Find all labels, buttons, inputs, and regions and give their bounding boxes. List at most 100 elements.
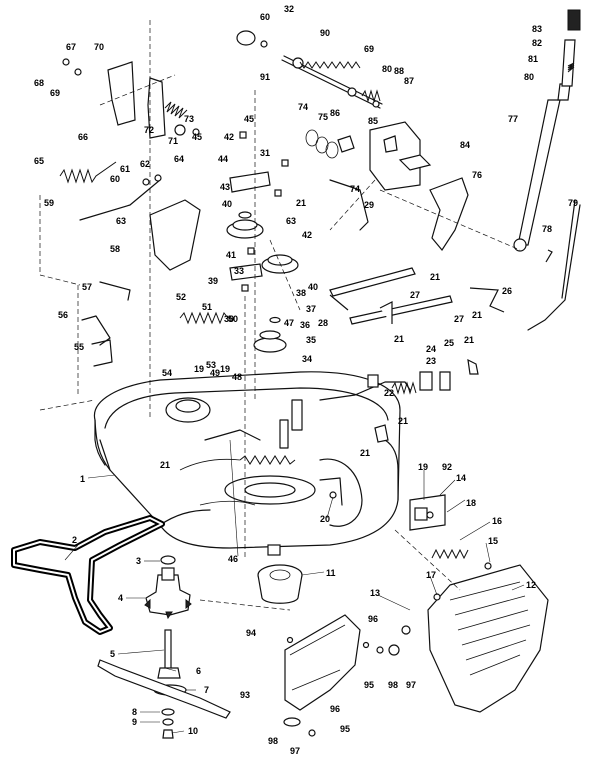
callout-label: 40 [308,282,318,292]
callout-label: 52 [176,292,186,302]
callout-label: 77 [508,114,518,124]
callout-label: 21 [464,335,474,345]
callout-label: 45 [244,114,254,124]
callout-label: 34 [302,354,312,364]
alignment-guides [39,20,521,611]
callout-label: 56 [58,310,68,320]
callout-label: 92 [442,462,452,472]
callout-label: 21 [472,310,482,320]
callout-label: 17 [426,570,436,580]
lift-rods [513,9,581,331]
callout-label: 55 [74,342,84,352]
callout-label: 6 [196,666,201,676]
callout-label: 76 [472,170,482,180]
callout-label: 95 [364,680,374,690]
callout-label: 58 [110,244,120,254]
callout-label: 21 [394,334,404,344]
callout-label: 19 [220,364,230,374]
callout-label: 96 [368,614,378,624]
callout-label: 5 [110,649,115,659]
callout-label: 2 [72,535,77,545]
callout-label: 19 [194,364,204,374]
callout-label: 16 [492,516,502,526]
top-adjust-assembly [236,30,469,252]
callout-label: 80 [382,64,392,74]
callout-label: 14 [456,473,466,483]
callout-label: 42 [224,132,234,142]
callout-label: 37 [306,304,316,314]
callout-label: 45 [192,132,202,142]
callout-label: 32 [284,4,294,14]
callout-label: 67 [66,42,76,52]
callout-label: 81 [528,54,538,64]
callout-label: 11 [326,568,336,578]
callout-label: 50 [228,314,238,324]
small-hardware [283,491,492,737]
callout-label: 93 [240,690,250,700]
callout-label: 83 [532,24,542,34]
callout-label: 84 [460,140,470,150]
callout-label: 60 [260,12,270,22]
callout-label: 82 [532,38,542,48]
callout-label: 41 [226,250,236,260]
callout-label: 64 [174,154,184,164]
callout-label: 40 [222,199,232,209]
callout-label: 42 [302,230,312,240]
callout-label: 39 [208,276,218,286]
callout-label: 35 [306,335,316,345]
callout-label: 97 [290,746,300,756]
callout-label: 78 [542,224,552,234]
callout-label: 94 [246,628,256,638]
callout-label: 44 [218,154,228,164]
callout-label: 27 [410,290,420,300]
callout-label: 38 [296,288,306,298]
callout-label: 66 [78,132,88,142]
callout-label: 25 [444,338,454,348]
callout-label: 33 [234,266,244,276]
mower-deck [93,371,401,549]
callout-label: 87 [404,76,414,86]
callout-label: 49 [210,368,220,378]
callout-label: 9 [132,717,137,727]
callout-label: 28 [318,318,328,328]
callout-label: 48 [232,372,242,382]
callout-label: 3 [136,556,141,566]
callout-label: 69 [50,88,60,98]
callout-label: 98 [268,736,278,746]
callout-label: 36 [300,320,310,330]
callout-label: 85 [368,116,378,126]
callout-label: 73 [184,114,194,124]
callout-label: 65 [34,156,44,166]
callout-label: 21 [160,460,170,470]
callout-label: 61 [120,164,130,174]
callout-label: 98 [388,680,398,690]
callout-label: 18 [466,498,476,508]
callout-label: 26 [502,286,512,296]
callout-label: 23 [426,356,436,366]
callout-label: 43 [220,182,230,192]
callout-label: 13 [370,588,380,598]
callout-label: 8 [132,707,137,717]
callout-label: 63 [286,216,296,226]
callout-label: 71 [168,136,178,146]
callout-label: 4 [118,593,123,603]
callout-label: 88 [394,66,404,76]
callout-label: 21 [296,198,306,208]
linkage-rods [319,267,505,443]
callout-label: 74 [350,184,360,194]
center-pulleys [226,131,299,353]
callout-label: 53 [206,360,216,370]
callout-label: 59 [44,198,54,208]
callout-label: 21 [430,272,440,282]
callout-label: 96 [330,704,340,714]
callout-labels: 1 2 3 4 5 6 7 8 9 10 11 12 13 14 15 16 1… [34,4,578,756]
callout-label: 21 [398,416,408,426]
callout-label: 54 [162,368,172,378]
callout-label: 7 [204,685,209,695]
pulley-housing [257,544,303,604]
callout-label: 46 [228,554,238,564]
callout-label: 31 [260,148,270,158]
callout-label: 86 [330,108,340,118]
callout-label: 51 [202,302,212,312]
callout-label: 72 [144,125,154,135]
